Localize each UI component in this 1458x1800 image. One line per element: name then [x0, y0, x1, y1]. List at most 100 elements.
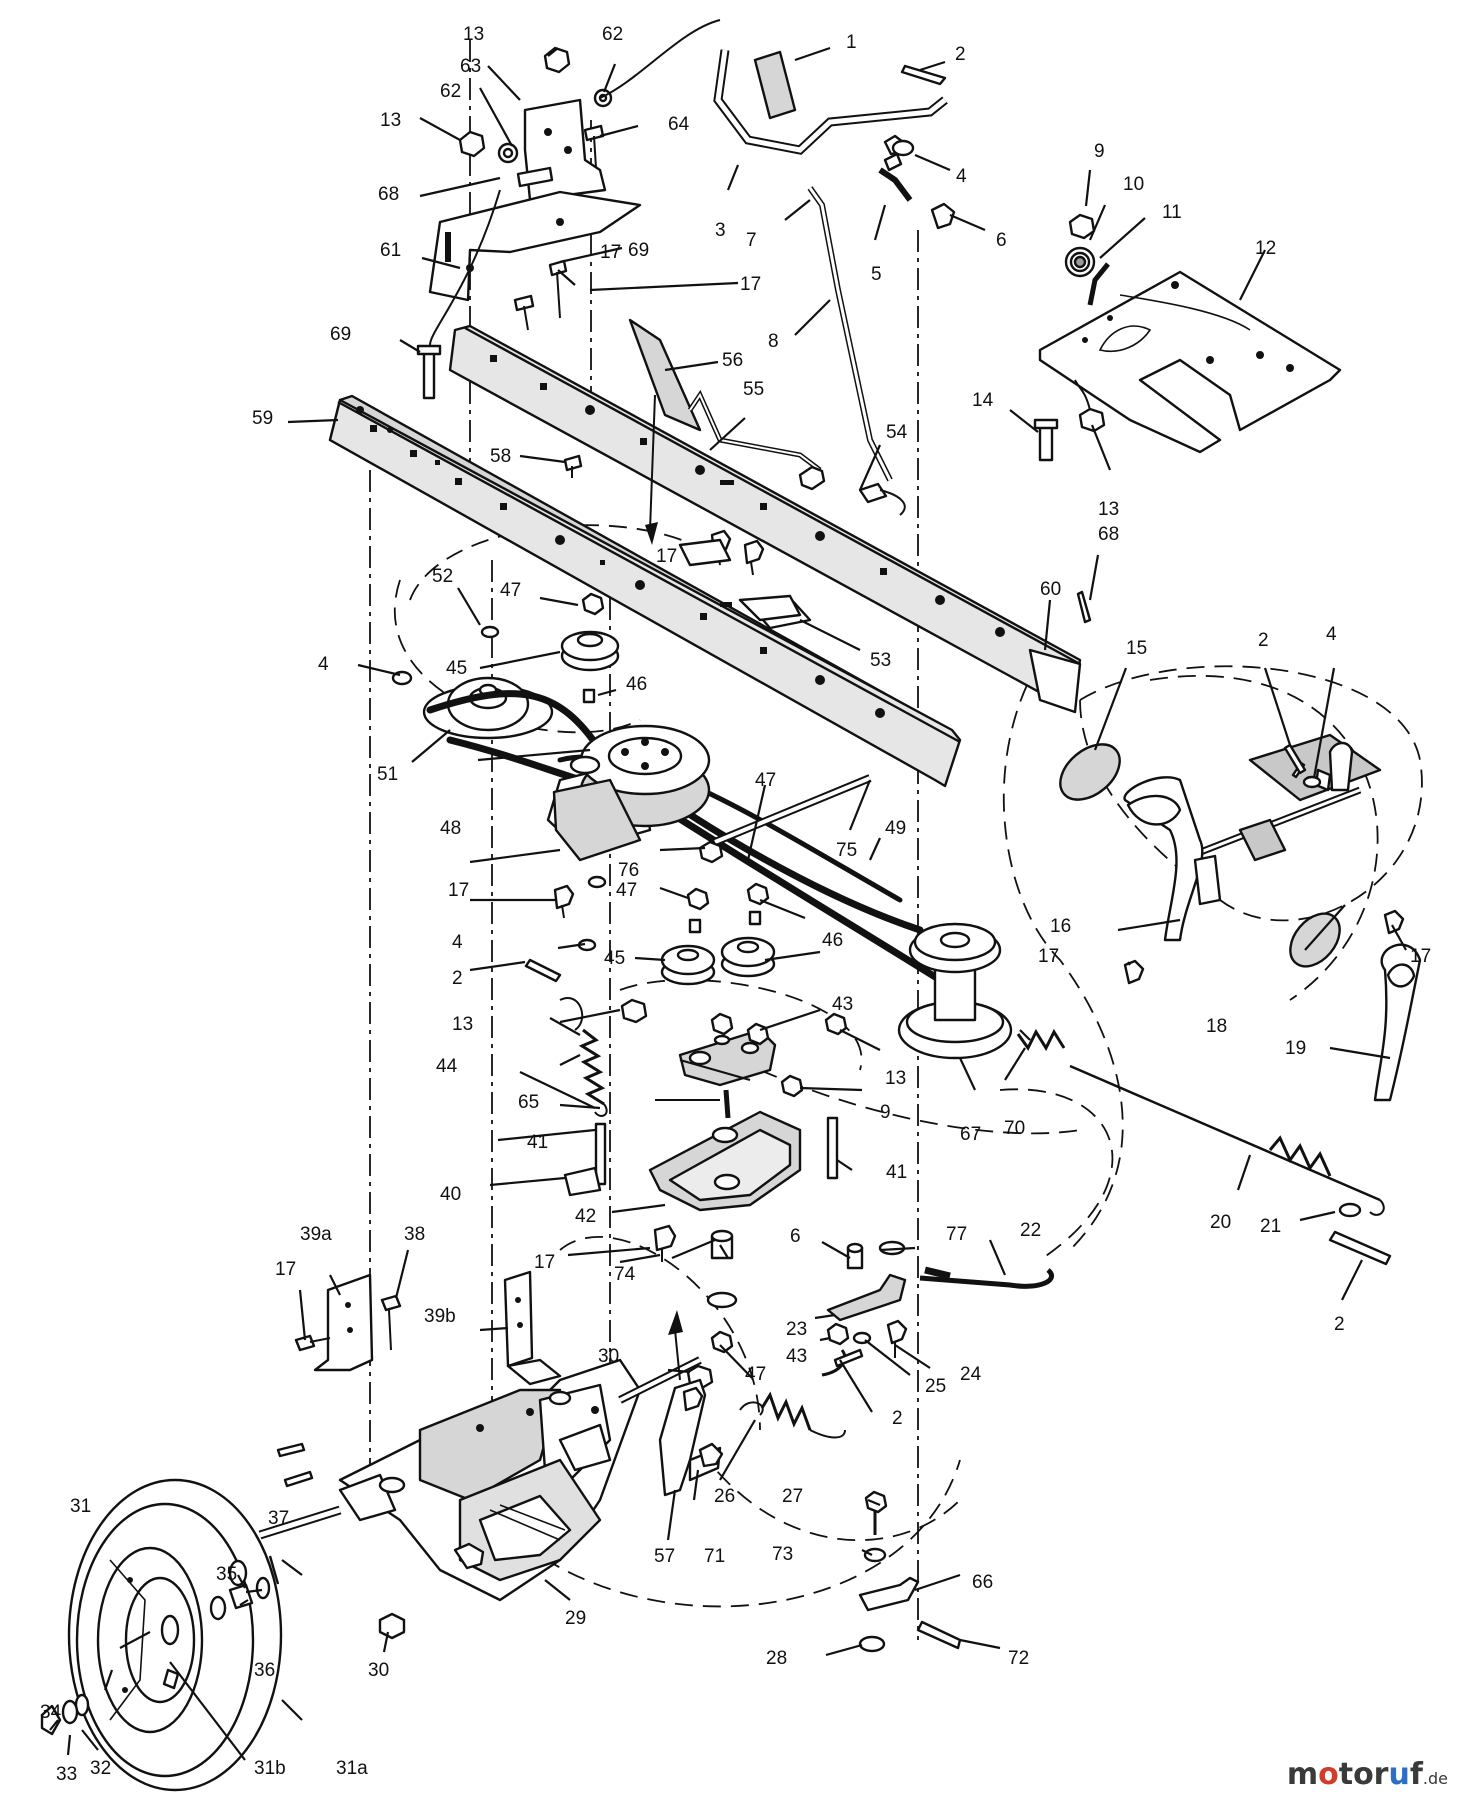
label-36: 36: [254, 1660, 275, 1681]
label-52: 52: [432, 566, 453, 587]
label-31a: 31a: [336, 1758, 368, 1779]
plate-42: [563, 1110, 839, 1212]
label-57: 57: [654, 1546, 675, 1567]
pedal-assembly: [1059, 733, 1422, 1102]
label-8: 8: [768, 331, 779, 352]
label-13-mid: 13: [452, 1014, 473, 1035]
label-2-lower: 2: [1334, 1314, 1345, 1335]
label-2-bottom: 2: [892, 1408, 903, 1429]
label-26: 26: [714, 1486, 735, 1507]
bracket-assembly-61-63: [416, 19, 721, 400]
label-6-lower: 6: [790, 1226, 801, 1247]
label-4: 4: [956, 166, 967, 187]
label-30-upper: 30: [598, 1346, 619, 1367]
label-69-right: 69: [628, 240, 649, 261]
label-44: 44: [436, 1056, 458, 1077]
label-27: 27: [782, 1486, 803, 1507]
label-2: 2: [955, 44, 966, 65]
label-53: 53: [870, 650, 891, 671]
label-2-mid: 2: [452, 968, 463, 989]
bracket-65: [678, 1012, 848, 1119]
motoruf-watermark: motoruf.de: [1287, 1757, 1448, 1792]
label-24: 24: [960, 1364, 982, 1385]
label-41-right: 41: [886, 1162, 907, 1183]
label-49: 49: [885, 818, 906, 839]
spring-44: [559, 997, 648, 1117]
label-25: 25: [925, 1376, 946, 1397]
watermark-o1: o: [1318, 1757, 1339, 1792]
label-43-upper: 43: [832, 994, 853, 1015]
mounting-plate-12: [1033, 213, 1342, 462]
label-7: 7: [746, 230, 757, 251]
leader-lines: [49, 46, 1407, 1761]
label-61: 61: [380, 240, 401, 261]
label-73: 73: [772, 1544, 793, 1565]
label-5: 5: [871, 264, 882, 285]
label-63: 63: [460, 56, 481, 77]
frame-rail-59: [328, 394, 962, 788]
transmission-pulley-67: [897, 922, 1013, 1060]
label-40: 40: [440, 1184, 461, 1205]
label-37: 37: [268, 1508, 289, 1529]
label-29: 29: [565, 1608, 586, 1629]
parts-stack-74: [653, 1224, 738, 1354]
pulley-group-upper: [391, 592, 620, 740]
label-21: 21: [1260, 1216, 1281, 1237]
label-17-rail: 17: [740, 274, 761, 295]
label-58: 58: [490, 446, 511, 467]
label-2-right: 2: [1258, 630, 1269, 651]
label-4-left: 4: [318, 654, 329, 675]
brackets-39: [294, 1270, 562, 1386]
label-56: 56: [722, 350, 743, 371]
watermark-m: m: [1286, 1757, 1319, 1792]
label-45-upper: 45: [446, 658, 467, 679]
label-9-lower: 9: [880, 1102, 891, 1123]
label-11: 11: [1162, 202, 1182, 223]
label-39a: 39a: [300, 1224, 332, 1245]
label-16: 16: [1050, 916, 1071, 937]
label-38: 38: [404, 1224, 425, 1245]
label-30-lower: 30: [368, 1660, 389, 1681]
label-68-right: 68: [1098, 524, 1119, 545]
bracket-57: [658, 1378, 724, 1497]
label-31b: 31b: [254, 1758, 286, 1779]
label-47-left: 47: [616, 880, 637, 901]
label-60: 60: [1040, 579, 1061, 600]
label-22: 22: [1020, 1220, 1041, 1241]
direction-arrows: [645, 394, 720, 1381]
label-46-upper: 46: [626, 674, 647, 695]
label-75: 75: [836, 840, 857, 861]
label-68-top: 68: [378, 184, 399, 205]
label-43-lower: 43: [786, 1346, 807, 1367]
watermark-o2: u: [1388, 1757, 1410, 1792]
label-66: 66: [972, 1572, 993, 1593]
label-15: 15: [1126, 638, 1147, 659]
bracket-66: [858, 1490, 962, 1653]
label-13-plate: 13: [1098, 499, 1119, 520]
label-70: 70: [1004, 1118, 1025, 1139]
label-67: 67: [960, 1124, 981, 1145]
label-54: 54: [886, 422, 908, 443]
label-62-top: 62: [602, 24, 623, 45]
watermark-end: f: [1409, 1757, 1423, 1792]
idler-bracket-48: [552, 778, 642, 919]
label-47-lower: 47: [745, 1364, 766, 1385]
label-33: 33: [56, 1764, 77, 1785]
label-46-lower: 46: [822, 930, 843, 951]
label-13-upper: 13: [380, 110, 401, 131]
label-10: 10: [1123, 174, 1144, 195]
label-47-center: 47: [755, 770, 776, 791]
label-20: 20: [1210, 1212, 1231, 1233]
label-74: 74: [614, 1264, 636, 1285]
label-13-right: 13: [885, 1068, 906, 1089]
label-64: 64: [668, 114, 690, 135]
label-14: 14: [972, 390, 994, 411]
idler-pulleys-lower: [587, 875, 776, 986]
label-17-pedal: 17: [1038, 946, 1059, 967]
label-65: 65: [518, 1092, 539, 1113]
label-17-left: 17: [448, 880, 469, 901]
label-45-lower: 45: [604, 948, 625, 969]
label-17-top: 17: [600, 242, 621, 263]
control-rod-20: [1016, 1028, 1392, 1266]
